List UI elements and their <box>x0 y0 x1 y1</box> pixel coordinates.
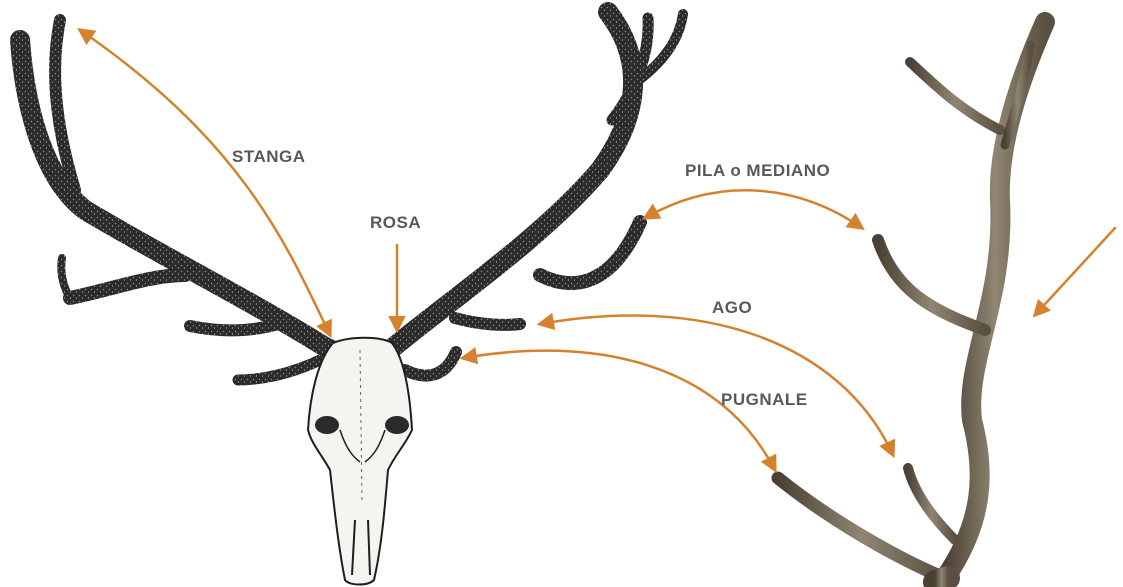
annotation-arrows <box>80 30 1115 470</box>
shed-arrow <box>1035 228 1115 315</box>
pugnale-arrow <box>463 351 775 470</box>
label-ago: AGO <box>712 298 752 318</box>
label-pugnale: PUGNALE <box>721 390 808 410</box>
ago-arrow <box>540 315 893 455</box>
left-antler <box>20 20 330 380</box>
pila-arrow <box>645 190 862 228</box>
label-rosa: ROSA <box>370 213 421 233</box>
shed-antler <box>778 22 1045 582</box>
right-antler <box>390 12 683 376</box>
label-pila-o-mediano: PILA o MEDIANO <box>685 161 830 181</box>
label-stanga: STANGA <box>232 147 306 167</box>
deer-skull <box>308 338 412 585</box>
